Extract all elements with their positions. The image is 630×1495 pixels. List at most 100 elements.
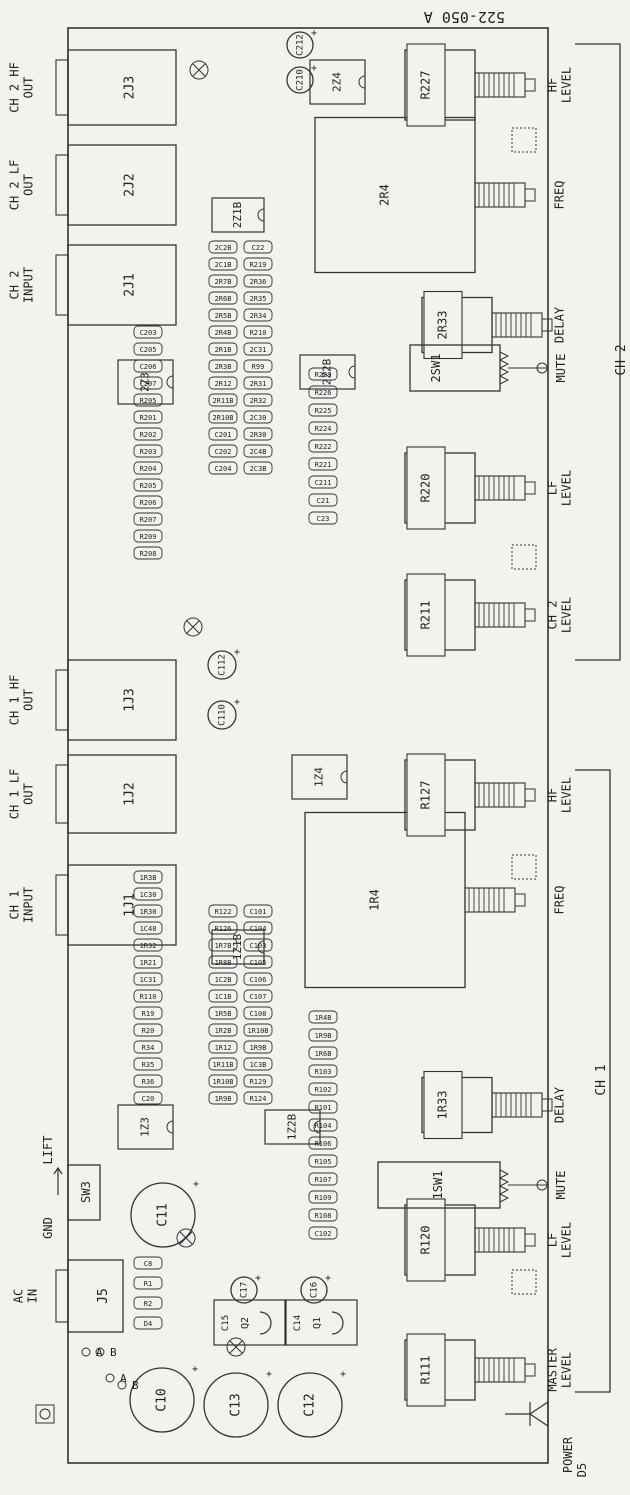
pot-shaft: [474, 602, 526, 628]
small-part-body: [243, 444, 273, 458]
small-parts-layer: D4R2R1C8C20R36R35R34R20R19R1101C311R211R…: [133, 240, 338, 1330]
small-part-body: [133, 887, 163, 901]
small-part-ref: 1C3B: [250, 1061, 267, 1069]
small-part-ref: R201: [140, 414, 157, 422]
small-part-body: [133, 325, 163, 339]
svg-text:INPUT: INPUT: [22, 887, 36, 923]
svg-text:LF: LF: [546, 1233, 560, 1247]
pot-ref: 2R33: [436, 311, 450, 340]
small-part-ref: 1C1B: [215, 993, 232, 1001]
small-part-body: [133, 1006, 163, 1020]
small-part-ref: 1R12: [215, 1044, 232, 1052]
small-part-ref: 2R12: [215, 380, 232, 388]
jack-socket: [55, 764, 69, 824]
ic-ref: 2Z2B: [321, 358, 334, 385]
small-part-body: [308, 421, 338, 435]
part-number: 522-050 A: [424, 8, 505, 26]
small-part-ref: R226: [315, 389, 332, 397]
capacitor-polarity: +: [311, 28, 317, 39]
small-part-body: [133, 546, 163, 560]
small-part-body: [208, 427, 238, 441]
capacitor-polarity: +: [234, 647, 240, 658]
capacitor-ref: C210: [296, 69, 306, 91]
capacitor-body: [277, 1372, 343, 1438]
svg-text:INPUT: INPUT: [22, 267, 36, 303]
small-part-body: [133, 342, 163, 356]
small-part-body: [308, 1046, 338, 1060]
pot-shaft: [474, 782, 526, 808]
small-part-body: [208, 376, 238, 390]
small-part-ref: 2R11B: [212, 397, 233, 405]
small-part-body: [243, 1074, 273, 1088]
small-part-body: [208, 410, 238, 424]
small-part-ref: C101: [250, 908, 267, 916]
small-part-ref: R1: [144, 1280, 152, 1288]
small-part-ref: 1R11B: [212, 1061, 233, 1069]
small-part-body: [243, 342, 273, 356]
pot-ref: R220: [419, 474, 433, 503]
small-part-body: [133, 444, 163, 458]
small-part-ref: 2C2B: [215, 244, 232, 252]
pot-shaft: [491, 1092, 543, 1118]
small-part-ref: C107: [250, 993, 267, 1001]
jack-ref: 1J1: [123, 893, 138, 916]
pot-label: DELAY: [553, 1086, 567, 1123]
test-point-icon: [81, 1347, 91, 1357]
small-part-ref: R122: [215, 908, 232, 916]
small-part-ref: 1R32: [140, 942, 157, 950]
pot-ref: 1R33: [436, 1091, 450, 1120]
small-part-body: [133, 1040, 163, 1054]
small-part-body: [308, 1082, 338, 1096]
ic-body: [117, 1104, 174, 1150]
small-part-body: [308, 1010, 338, 1024]
ic-body: [211, 929, 265, 965]
test-point-label: A: [96, 1346, 103, 1359]
small-part-body: [243, 904, 273, 918]
led-socket-icon: [511, 127, 537, 1295]
small-part-ref: R35: [142, 1061, 155, 1069]
small-part-body: [208, 257, 238, 271]
small-part-body: [208, 240, 238, 254]
small-part-ref: R205: [140, 482, 157, 490]
small-part-ref: R219: [250, 261, 267, 269]
small-part-ref: R124: [250, 1095, 267, 1103]
small-part-body: [208, 444, 238, 458]
small-part-body: [133, 512, 163, 526]
pot-housing: [406, 1198, 446, 1282]
small-part-body: [243, 1040, 273, 1054]
svg-text:FREQ: FREQ: [553, 886, 567, 915]
jack-socket: [55, 154, 69, 216]
small-part-body: [243, 240, 273, 254]
capacitor-polarity: +: [325, 1273, 331, 1284]
pot-label: FREQ: [553, 886, 567, 915]
svg-text:OUT: OUT: [22, 77, 36, 99]
small-part-ref: 2R35: [250, 295, 267, 303]
regulator-q2: Q2: [240, 1317, 251, 1329]
capacitor-ref: C13: [229, 1393, 244, 1416]
capacitor-ref: C11: [156, 1203, 171, 1226]
pot-ref: R227: [419, 71, 433, 100]
capacitor-polarity: +: [255, 1273, 261, 1284]
small-part-ref: C211: [315, 479, 332, 487]
sw1-ch1-label: MUTE: [554, 1171, 568, 1200]
small-part-ref: 2R30: [250, 431, 267, 439]
ic-ref: 2Z4: [331, 72, 344, 92]
small-part-ref: 1C30: [140, 891, 157, 899]
small-part-body: [208, 921, 238, 935]
small-part-body: [133, 921, 163, 935]
small-part-body: [243, 291, 273, 305]
small-part-ref: 2R32: [250, 397, 267, 405]
capacitor-polarity: +: [234, 697, 240, 708]
capacitor-ref: C17: [240, 1282, 250, 1298]
regulator-q2-outline: [213, 1299, 287, 1346]
small-part-body: [208, 1091, 238, 1105]
small-part-ref: R105: [315, 1158, 332, 1166]
svg-text:HF: HF: [546, 78, 560, 92]
svg-text:LEVEL: LEVEL: [560, 1352, 574, 1388]
